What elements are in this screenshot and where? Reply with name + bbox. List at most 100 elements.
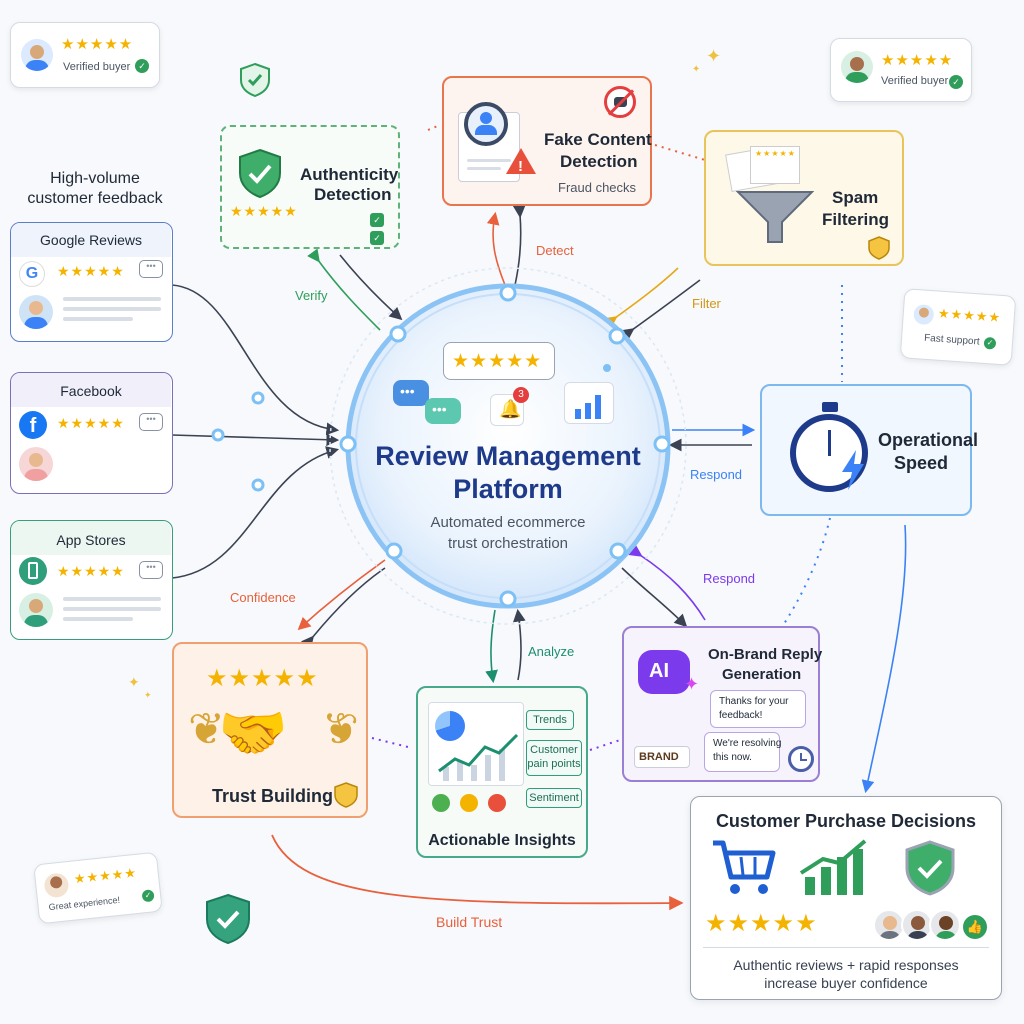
- edge-analyze-a: [485, 609, 498, 684]
- node-title: Actionable Insights: [428, 832, 576, 849]
- svg-text:!: !: [518, 158, 523, 175]
- laurel-right-icon: ❦: [322, 705, 359, 754]
- google-logo-icon: G: [19, 261, 45, 287]
- edge-appstores: [171, 446, 340, 579]
- purchase-caption-line1: Authentic reviews + rapid responses: [733, 957, 959, 973]
- node-title-line2: Speed: [894, 453, 949, 473]
- center-title-line1: Review Management: [375, 441, 641, 471]
- shield-check-icon: [240, 62, 270, 98]
- edge-label-filter: Filter: [692, 296, 721, 311]
- comment-icon: •••: [139, 561, 163, 579]
- customer-avatar: [929, 909, 961, 941]
- node-title: Trust Building: [212, 786, 333, 806]
- dotted-insights-reply: [589, 739, 621, 751]
- node-trust-building[interactable]: ★★★★★ 🤝 ❦ ❦ Trust Building: [172, 642, 368, 818]
- source-card-appstores[interactable]: App Stores ★★★★★ •••: [10, 520, 173, 640]
- shield-check-icon: [905, 840, 955, 896]
- magnifier-icon: [464, 102, 508, 146]
- edge-detect-a: [486, 211, 506, 286]
- source-stars: ★★★★★: [57, 563, 125, 579]
- node-on-brand-reply[interactable]: AI ✦ On-Brand Reply Generation Thanks fo…: [622, 626, 822, 782]
- node-authenticity-detection[interactable]: ★★★★★ Authenticity Detection ✓ ✓: [220, 125, 400, 249]
- sparkle-icon: ✦: [144, 690, 152, 700]
- sparkle-icon: ✦: [692, 64, 701, 75]
- trust-stars: ★★★★★: [206, 665, 319, 692]
- node-title-line1: Spam: [832, 188, 879, 207]
- source-card-google[interactable]: Google Reviews G ★★★★★ •••: [10, 222, 173, 342]
- edge-build-trust: [271, 834, 684, 911]
- decor-dot: [603, 364, 611, 372]
- node-fake-content-detection[interactable]: ! Fake Content Detection Fraud checks: [442, 76, 652, 206]
- center-subtitle-line2: trust orchestration: [447, 535, 569, 552]
- source-label: Google Reviews: [40, 232, 142, 248]
- sparkle-icon: ✦: [684, 674, 700, 694]
- node-customer-purchase-decisions[interactable]: Customer Purchase Decisions ★★★★★: [690, 796, 1002, 1000]
- dotted-trust-insights: [371, 737, 413, 749]
- growth-bars-icon: [799, 839, 867, 895]
- facebook-logo-icon: f: [19, 411, 47, 439]
- shield-check-icon: [239, 148, 281, 199]
- check-icon: ✓: [141, 889, 155, 903]
- node-title-line2: Filtering: [822, 210, 890, 229]
- notification-badge: 3: [513, 387, 529, 403]
- source-card-facebook[interactable]: Facebook f ★★★★★ •••: [10, 372, 173, 494]
- node-operational-speed[interactable]: Operational Speed: [760, 384, 978, 516]
- insight-tag: Trends: [526, 710, 574, 730]
- chat-bubble-icon: •••: [425, 398, 461, 424]
- reviewer-avatar: [21, 39, 53, 71]
- purchase-stars: ★★★★★: [705, 910, 818, 937]
- phone-icon: [19, 557, 47, 585]
- center-title-line2: Platform: [453, 474, 563, 504]
- source-stars: ★★★★★: [57, 263, 125, 279]
- edge-facebook: [171, 433, 340, 447]
- sparkle-icon: ✦: [706, 46, 722, 66]
- edge-label-respond-speed: Respond: [690, 467, 743, 482]
- growth-chart-icon: [564, 382, 614, 424]
- node-title-line2: Detection: [314, 185, 392, 204]
- handshake-icon: 🤝: [218, 701, 288, 764]
- node-title-line2: Generation: [722, 666, 802, 683]
- reply-bubble: Thanks for your feedback!: [710, 690, 806, 728]
- edge-label-verify: Verify: [295, 288, 328, 303]
- source-label: Facebook: [60, 383, 122, 399]
- edge-filter-a: [603, 267, 679, 329]
- analytics-chart-icon: [428, 702, 524, 786]
- reviewer-avatar: [19, 447, 53, 481]
- edge-verify-a: [307, 248, 381, 331]
- comment-icon: •••: [139, 260, 163, 278]
- authenticity-stars: ★★★★★: [230, 203, 298, 219]
- source-stars: ★★★★★: [57, 415, 125, 431]
- lightning-icon: [842, 450, 864, 490]
- check-icon: ✓: [983, 336, 997, 350]
- floating-review-chip: ★★★★★ Verified buyer ✓: [830, 38, 972, 102]
- thumbs-up-icon: 👍: [963, 915, 987, 939]
- center-stars: ★★★★★: [452, 351, 543, 372]
- node-title-line1: Operational: [878, 430, 979, 450]
- edge-label-detect: Detect: [536, 243, 574, 258]
- reviewer-avatar: [19, 593, 53, 627]
- laurel-left-icon: ❦: [188, 705, 225, 754]
- funnel-icon: [736, 191, 814, 243]
- check-icon: ✓: [135, 59, 149, 73]
- sources-heading-line1: High-volume: [50, 170, 140, 187]
- edge-label-confidence: Confidence: [230, 590, 296, 605]
- source-label: App Stores: [56, 532, 126, 548]
- edge-respond-reply-b: [621, 567, 688, 628]
- insight-tag: Customer pain points: [526, 740, 582, 776]
- node-title-line1: Fake Content: [544, 130, 652, 149]
- edge-confidence-a: [297, 559, 386, 631]
- shield-badge-icon: [334, 782, 358, 808]
- node-title-line1: Authenticity: [300, 165, 399, 184]
- node-spam-filtering[interactable]: ★★★★★ Spam Filtering: [704, 130, 904, 266]
- edge-filter-b: [620, 279, 701, 341]
- edge-speed-purchase: [861, 524, 907, 794]
- reviewer-avatar: [841, 51, 873, 83]
- sentiment-faces: [432, 794, 514, 814]
- reply-bubble: We're resolving this now.: [704, 732, 781, 772]
- no-bot-icon: [604, 86, 636, 118]
- node-actionable-insights[interactable]: Trends Customer pain points Sentiment Ac…: [416, 686, 588, 858]
- floating-review-chip: ★★★★★ Verified buyer ✓: [10, 22, 160, 88]
- center-review-bubble: ★★★★★: [443, 342, 555, 380]
- node-title-line2: Detection: [560, 152, 638, 171]
